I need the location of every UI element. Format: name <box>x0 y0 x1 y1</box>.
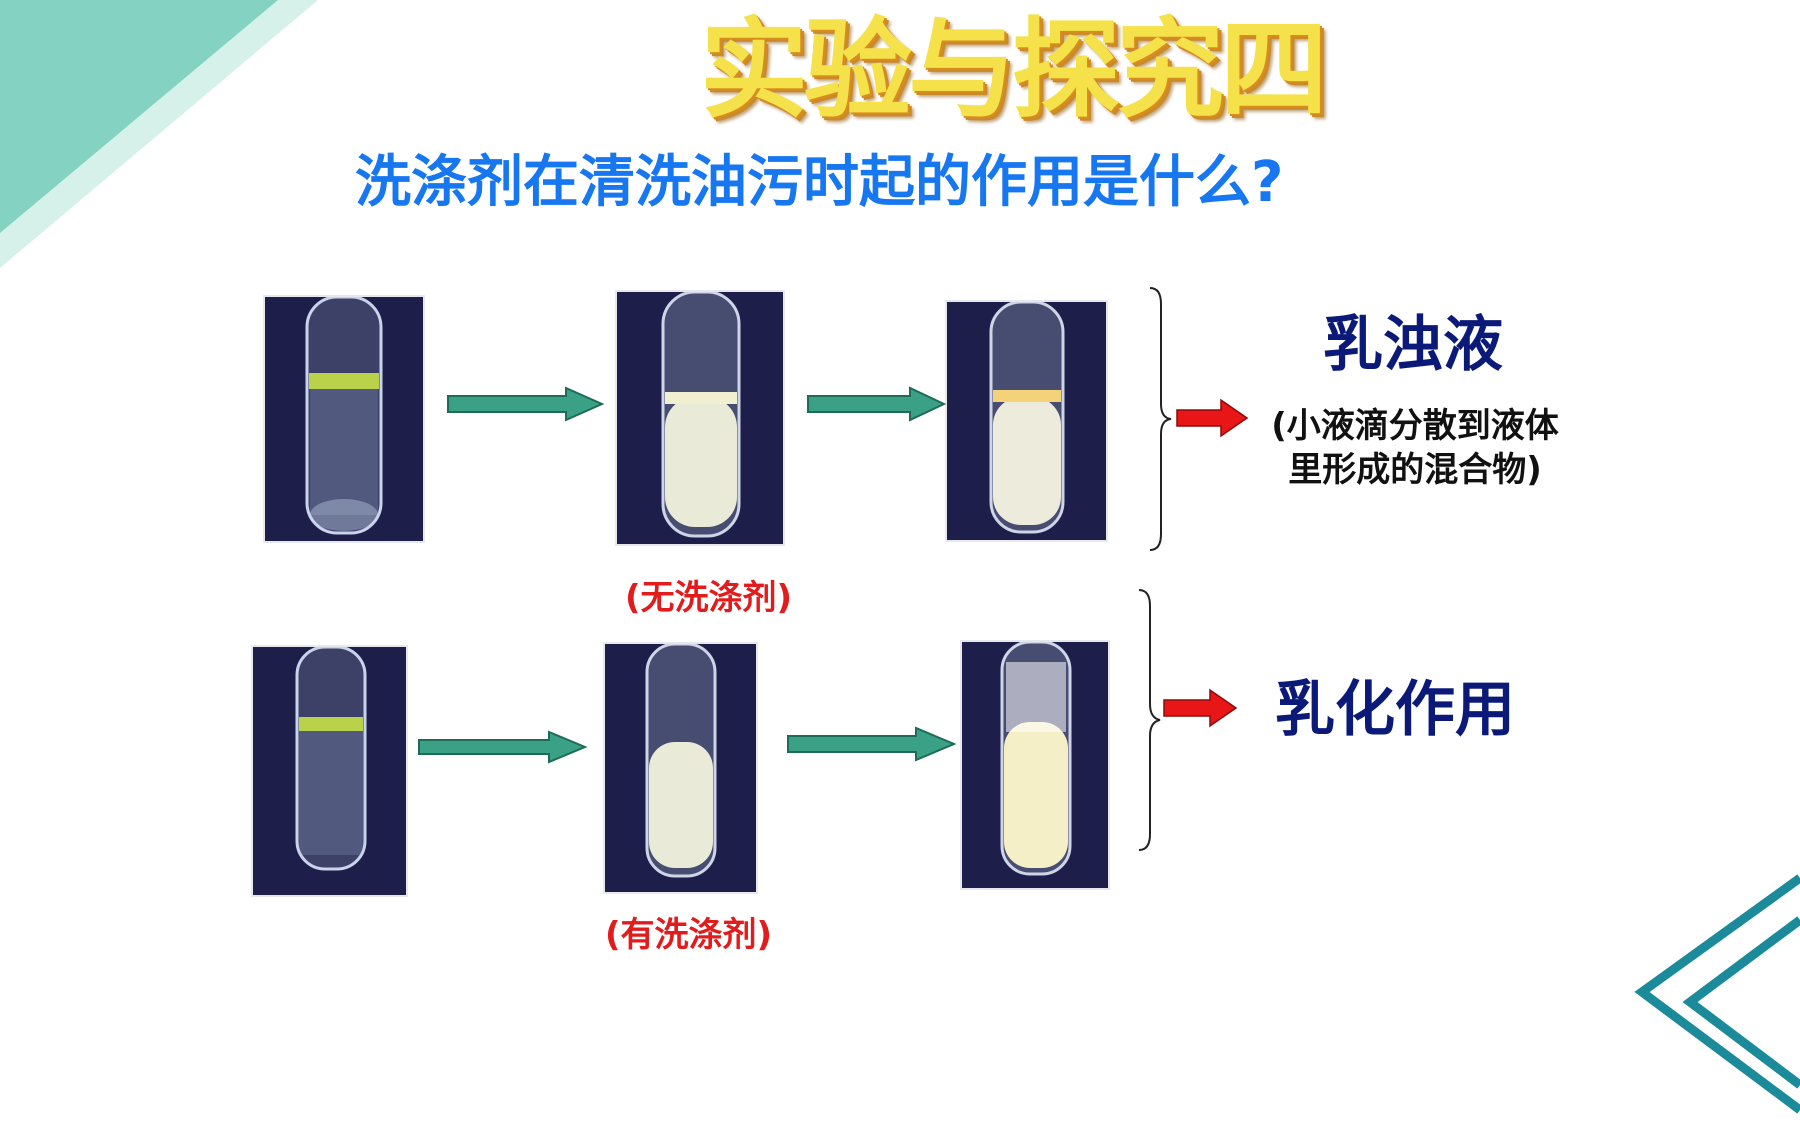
slide-title: 实验与探究四 <box>700 7 1328 133</box>
result-emulsion-explanation: (小液滴分散到液体里形成的混合物) <box>1271 406 1559 490</box>
flow-arrow-row2-a <box>418 730 588 764</box>
brace-row1 <box>1149 287 1172 551</box>
test-tube-photo-row2-step3 <box>960 640 1110 890</box>
test-tube-photo-row2-step1 <box>251 645 408 897</box>
test-tube-photo-row1-step3 <box>945 300 1108 542</box>
test-tube-photo-row2-step2 <box>603 642 758 894</box>
test-tube-photo-row1-step1 <box>263 295 425 543</box>
flow-arrow-row2-b <box>787 726 957 762</box>
corner-decoration-top-left <box>0 0 318 268</box>
flow-arrow-row1-b <box>807 386 946 422</box>
slide-question: 洗涤剂在清洗油污时起的作用是什么? <box>355 150 1284 215</box>
result-arrow-row1 <box>1176 398 1249 438</box>
result-arrow-row2 <box>1163 688 1238 728</box>
brace-row2 <box>1138 589 1161 851</box>
result-emulsification-title: 乳化作用 <box>1275 675 1515 745</box>
flow-arrow-row1-a <box>447 386 605 422</box>
result-emulsion-title: 乳浊液 <box>1323 310 1503 380</box>
caption-with-detergent: (有洗涤剂) <box>605 915 773 955</box>
test-tube-photo-row1-step2 <box>615 290 785 546</box>
caption-no-detergent: (无洗涤剂) <box>625 578 793 618</box>
corner-decoration-bottom-right <box>1634 874 1800 1114</box>
